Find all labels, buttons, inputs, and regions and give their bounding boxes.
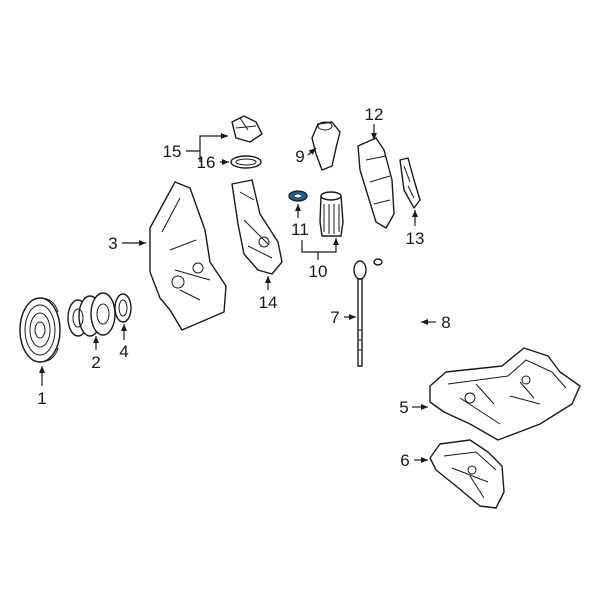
part-13-gasket — [399, 157, 421, 209]
callout-13: 13 — [406, 229, 425, 248]
leader-9 — [307, 147, 317, 156]
callout-7: 7 — [330, 308, 339, 327]
part-1-crankshaft-pulley — [19, 297, 61, 363]
part-11-filter-o-ring — [288, 190, 308, 202]
callout-9: 9 — [295, 147, 304, 166]
leader-10-bracket — [301, 240, 337, 253]
callout-10: 10 — [309, 262, 328, 281]
callout-4: 4 — [119, 342, 128, 361]
callout-16: 16 — [197, 153, 216, 172]
leader-15 — [186, 133, 228, 152]
callout-8: 8 — [441, 313, 450, 332]
callout-5: 5 — [399, 398, 408, 417]
callout-2: 2 — [91, 353, 100, 372]
callout-3: 3 — [108, 234, 117, 253]
callout-6: 6 — [400, 451, 409, 470]
callout-12: 12 — [365, 105, 384, 124]
part-12-oil-cooler — [357, 137, 395, 229]
callout-labels: 1 2 3 4 5 6 7 8 9 10 11 12 13 14 15 16 — [37, 105, 450, 470]
part-4-crankshaft-seal — [114, 293, 132, 323]
callout-11: 11 — [291, 220, 309, 239]
part-16-cap-seal — [230, 155, 262, 169]
part-15-oil-filler-cap — [231, 115, 263, 143]
callout-14: 14 — [259, 293, 278, 312]
part-7-dipstick — [353, 260, 367, 367]
part-9-oil-filter-housing — [311, 121, 341, 171]
callout-1: 1 — [37, 389, 46, 408]
part-14-upper-timing-cover — [231, 179, 283, 275]
callout-15: 15 — [163, 142, 182, 161]
part-6-lower-oil-pan — [429, 439, 505, 509]
part-10-oil-filter-element — [319, 191, 344, 237]
part-5-upper-oil-pan — [429, 347, 581, 441]
part-8-dipstick-tube — [373, 258, 419, 367]
leader-lines — [39, 124, 436, 463]
part-3-timing-cover — [149, 181, 227, 331]
part-2-damper-hub — [67, 292, 116, 337]
